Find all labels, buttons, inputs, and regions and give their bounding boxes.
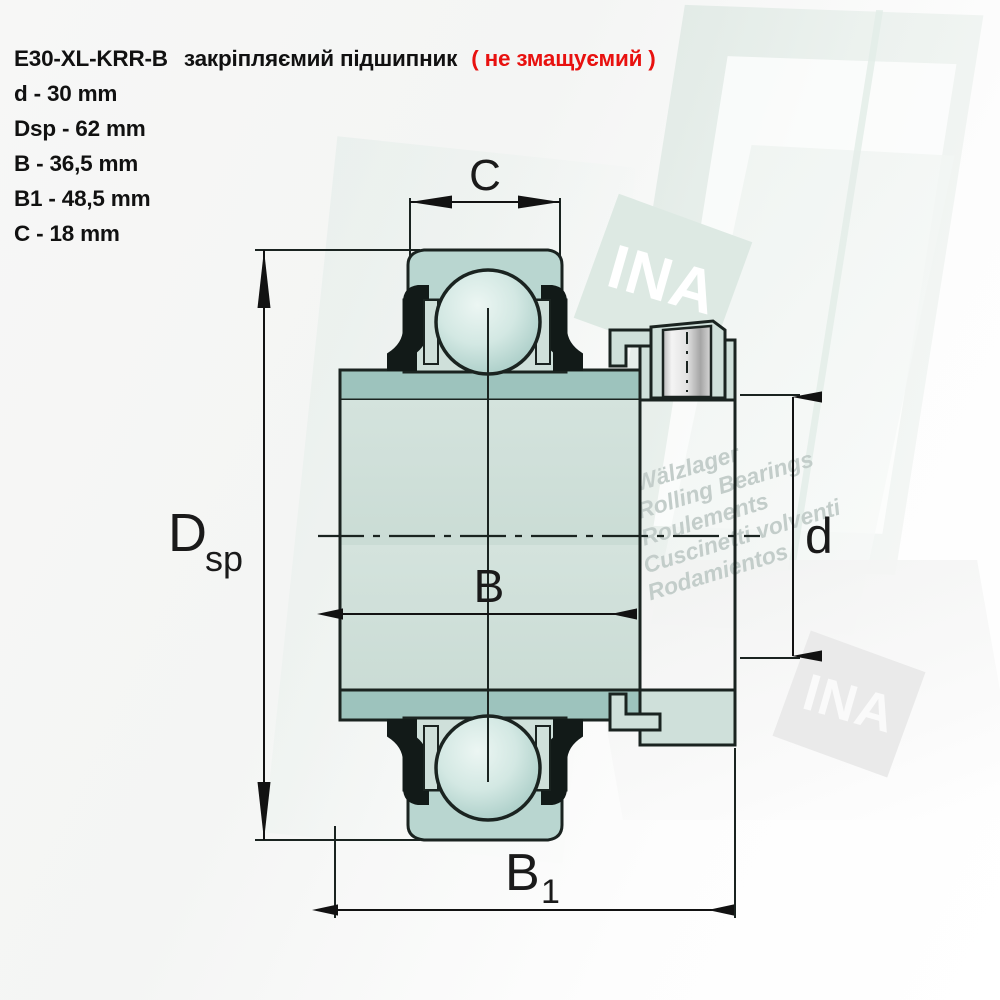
- dsp-arrow-top: [257, 250, 271, 308]
- dimension-label-dsp-base: D: [168, 503, 207, 563]
- spec-item-b1: B1 - 48,5 mm: [14, 186, 151, 211]
- inner-ring-upper-body: [340, 400, 640, 545]
- part-title-line: E30-XL-KRR-B закріпляємий підшипник ( не…: [14, 46, 656, 72]
- lubrication-note: ( не змащуємий ): [471, 46, 656, 71]
- part-description: закріпляємий підшипник: [183, 46, 458, 71]
- dimension-label-dsp-sub: sp: [205, 538, 243, 579]
- dimension-label-b1-sub: 1: [541, 873, 560, 911]
- spec-item-d: d - 30 mm: [14, 81, 118, 106]
- part-number: E30-XL-KRR-B: [14, 46, 168, 71]
- dimension-label-b: B: [474, 560, 505, 612]
- dimension-label-d: d: [805, 508, 833, 564]
- locking-collar: [649, 319, 727, 400]
- specification-block: E30-XL-KRR-B закріпляємий підшипник ( не…: [14, 46, 656, 247]
- spec-item-b: B - 36,5 mm: [14, 151, 139, 176]
- dsp-arrow-bottom: [257, 782, 271, 840]
- spec-item-c: C - 18 mm: [14, 221, 120, 246]
- dimension-d: d: [740, 391, 833, 662]
- spec-item-dsp: Dsp - 62 mm: [14, 116, 146, 141]
- dimension-label-b1-base: B: [505, 844, 540, 902]
